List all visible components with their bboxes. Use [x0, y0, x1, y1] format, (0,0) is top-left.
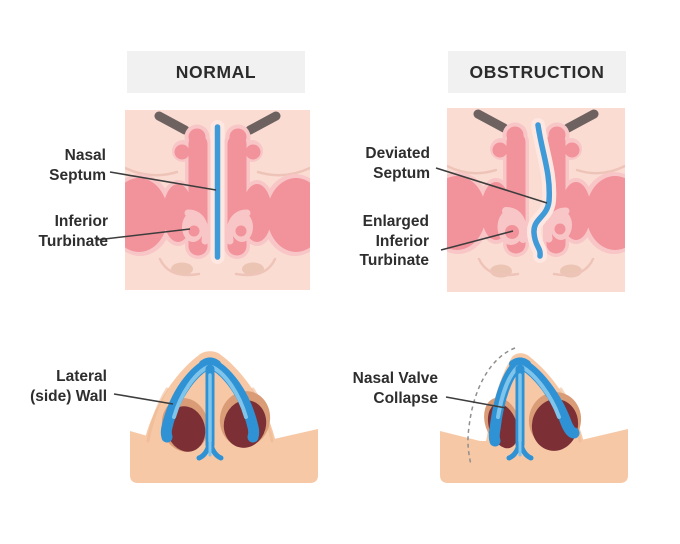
label-lateral-side-wall: Lateral (side) Wall	[30, 368, 107, 405]
cheek-line-left	[447, 164, 498, 175]
normal-header: NORMAL	[127, 51, 305, 93]
label-deviated-septum: Deviated Septum	[365, 145, 430, 182]
cartilage-highlight-right	[520, 365, 561, 419]
leader-nasal-septum	[109, 171, 217, 191]
cartilage-highlight-right	[210, 365, 248, 419]
eyebrow-right-icon	[245, 111, 281, 135]
eyebrow-left-icon	[473, 109, 509, 133]
nostril-curve-left	[477, 257, 520, 277]
cartilage-apex	[199, 357, 221, 368]
leader-nasal-valve-collapse	[445, 396, 507, 409]
normal-nose-base	[130, 351, 318, 483]
nostril-curve-right	[234, 257, 277, 277]
lateral-wall-right	[514, 357, 580, 439]
leader-inferior-turbinate	[95, 228, 191, 241]
label-nasal-septum: Nasal Septum	[49, 147, 106, 184]
normal-coronal-panel	[125, 110, 310, 290]
eyebrow-right-icon	[563, 109, 599, 133]
eyebrow-left-icon	[154, 111, 190, 135]
lateral-cartilage	[488, 357, 580, 461]
cheek-line-left	[125, 166, 179, 177]
cheek-line-right	[256, 166, 310, 177]
nostril-curve-right	[552, 257, 595, 277]
label-inferior-turbinate: Inferior Turbinate	[38, 213, 108, 250]
dome-shading-left	[146, 387, 169, 443]
label-nasal-valve-collapse: Nasal Valve Collapse	[352, 370, 438, 407]
leader-deviated-septum	[435, 167, 548, 204]
cheek-line-right	[575, 164, 625, 175]
lateral-cartilage	[160, 357, 260, 461]
lateral-wall-left	[160, 357, 216, 443]
label-enlarged-inferior-turbinate: Enlarged Inferior Turbinate	[359, 213, 429, 269]
deviated-septum-line	[531, 122, 553, 259]
collapsed-nose-base	[440, 347, 628, 483]
obstruction-header: OBSTRUCTION	[448, 51, 626, 93]
leader-enlarged-inferior-turbinate	[440, 230, 514, 251]
normal-profile-dashed-outline	[467, 347, 516, 466]
lateral-wall-right	[204, 357, 260, 443]
cartilage-highlight-left	[172, 365, 210, 419]
nostril-curve-left	[158, 257, 201, 277]
enlarged-inferior-turbinate-shape	[497, 207, 528, 245]
leader-lateral-side-wall	[113, 393, 174, 405]
nostril-left	[166, 406, 206, 452]
cartilage-apex	[509, 357, 531, 368]
leader-lines	[95, 167, 548, 409]
